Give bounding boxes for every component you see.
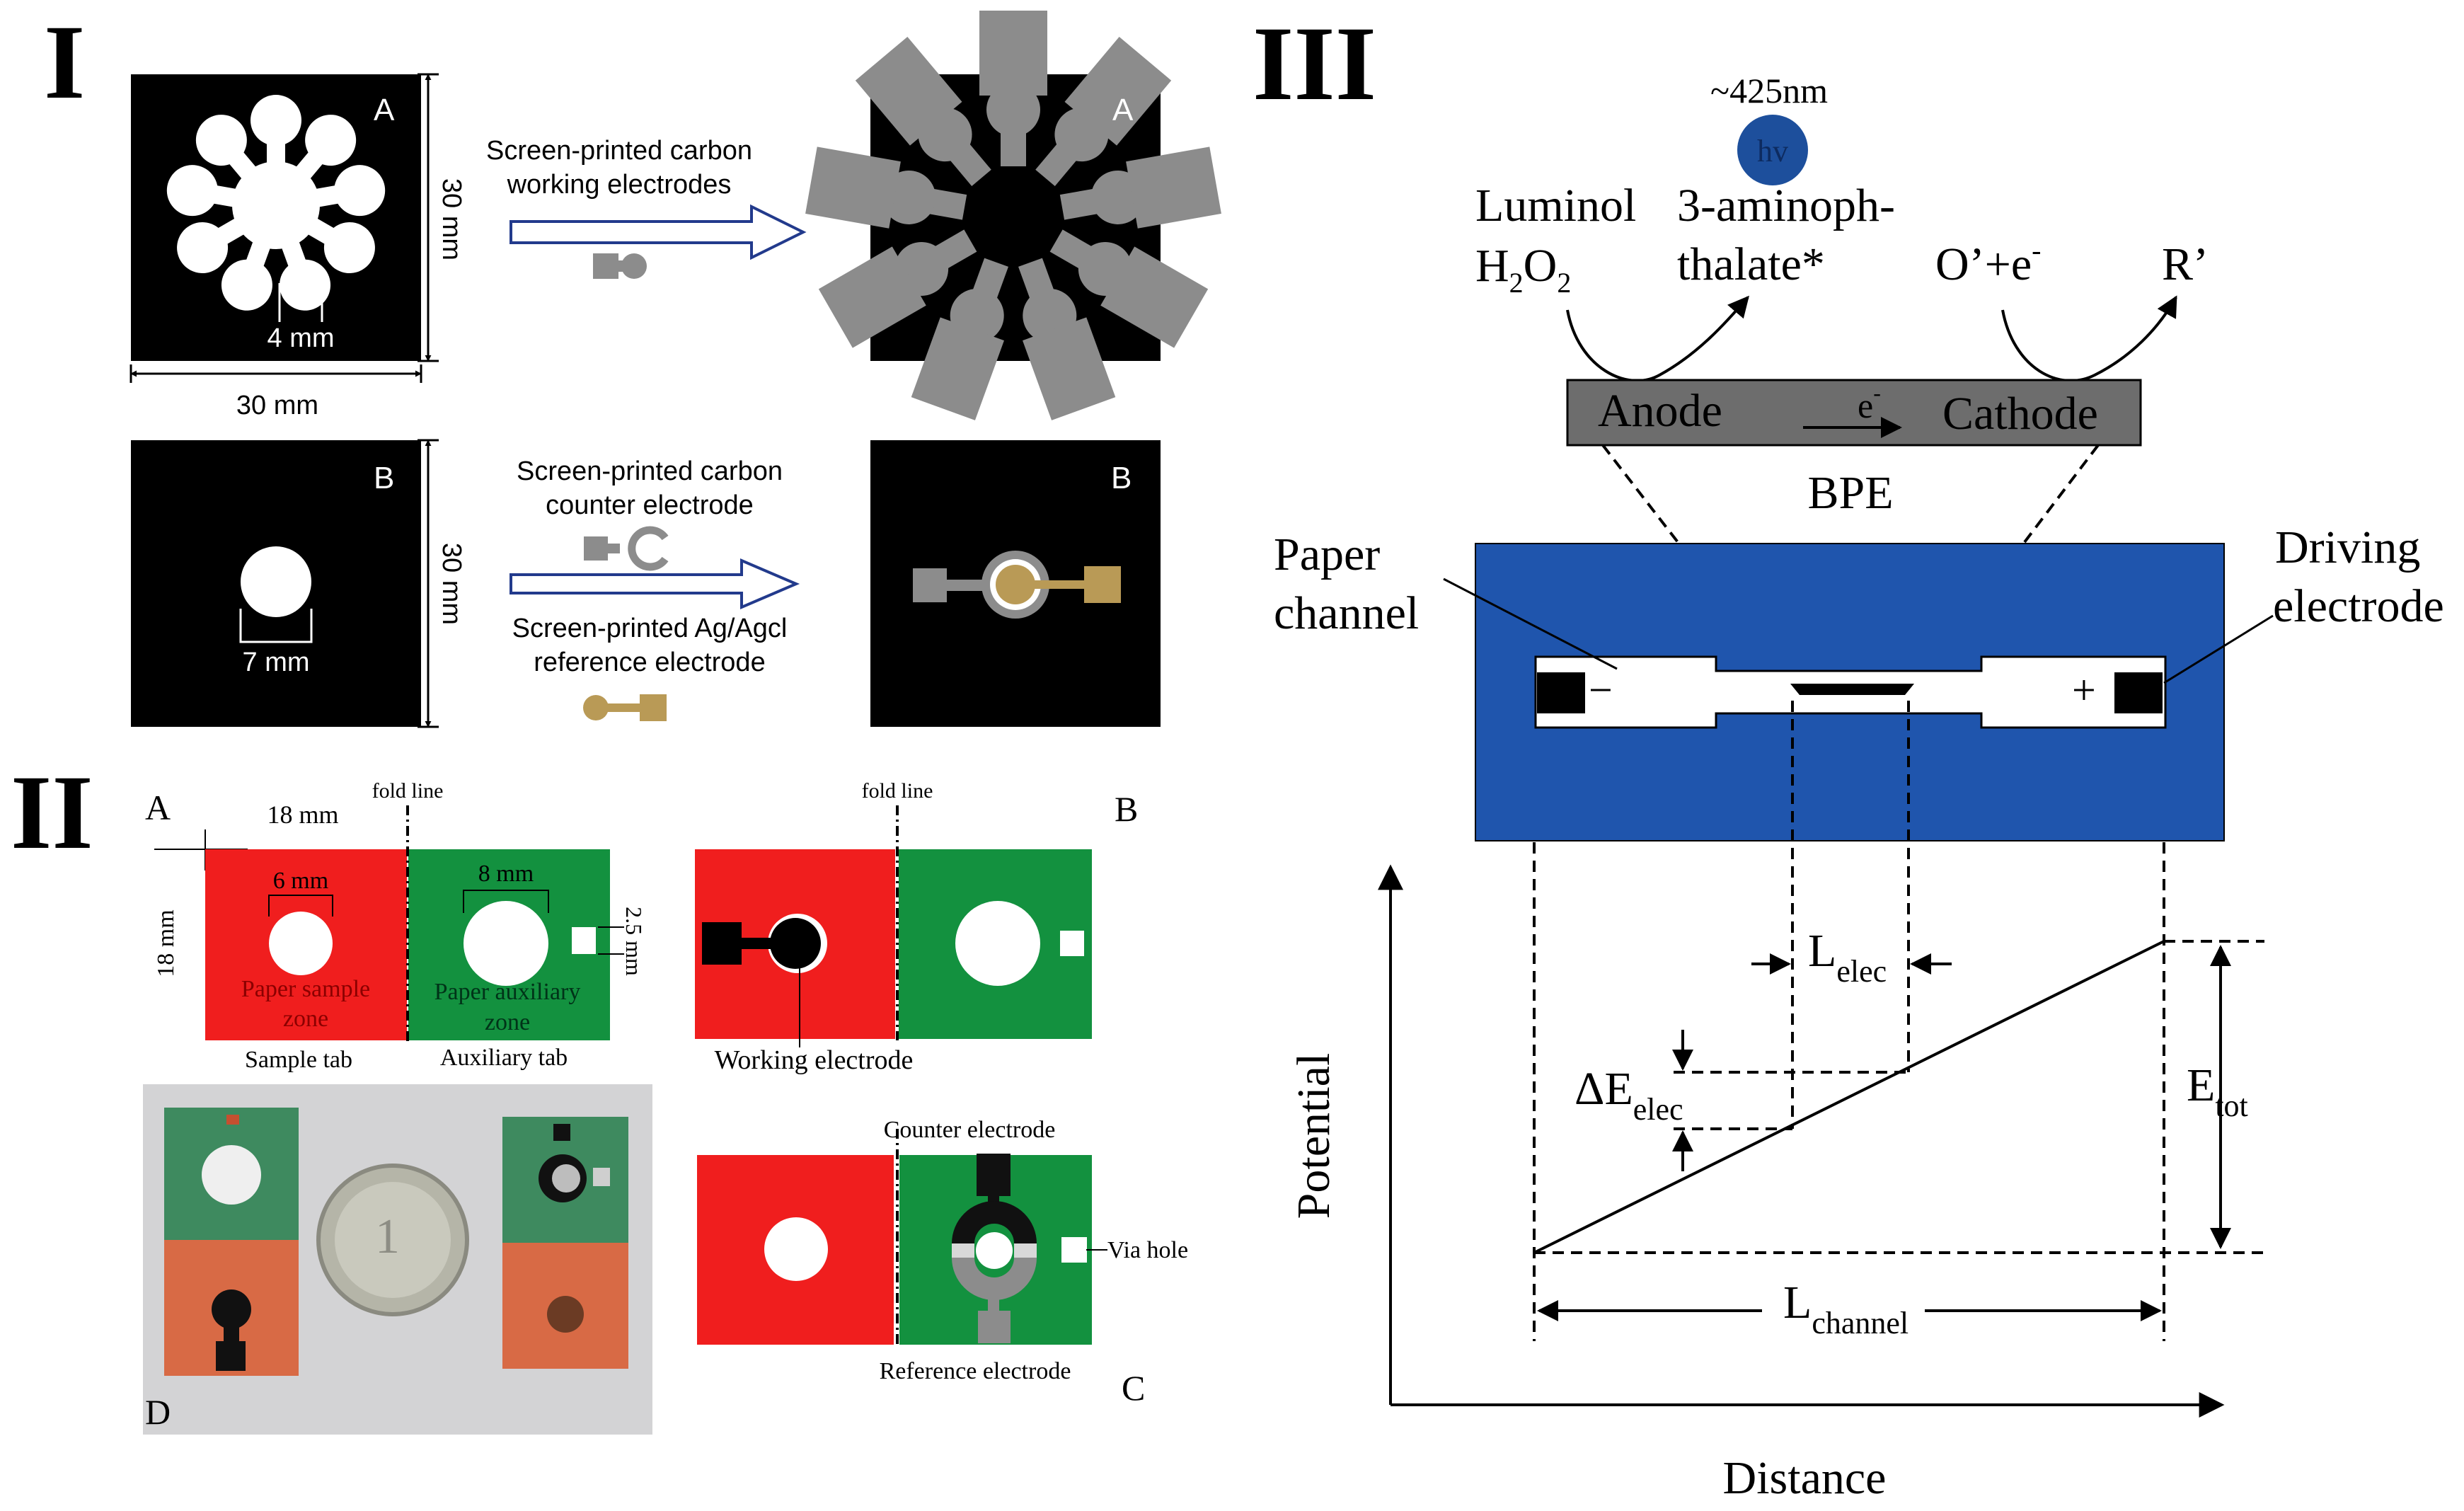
luminol-label: Luminol: [1475, 180, 1636, 231]
reference-text-2: reference electrode: [534, 648, 765, 677]
h2o2-label: H2O2: [1475, 240, 1571, 299]
hole-dimension: 7 mm: [243, 648, 310, 677]
cathode-label: Cathode: [1942, 388, 2098, 439]
stencil-a: A 4 mm: [131, 74, 421, 361]
cathode-reaction-arrow-icon: [2001, 295, 2177, 382]
printed-working-electrodes: A: [805, 11, 1221, 420]
product-label-1: 3-aminoph-: [1677, 180, 1895, 231]
sample-tab-label: Sample tab: [245, 1047, 352, 1073]
sample-zone-text-2: zone: [283, 1006, 328, 1032]
stencil-a-label: A: [374, 93, 395, 127]
process-arrow-a-icon: [510, 204, 807, 260]
via-dimension: 2.5 mm: [621, 907, 647, 976]
sub-b-label: B: [1115, 789, 1138, 829]
reduced-species-label: R’: [2162, 239, 2209, 290]
potential-line: [1533, 940, 2165, 1254]
anode-label: Anode: [1598, 385, 1722, 437]
printed-counter-reference: B: [870, 440, 1161, 727]
printed-b-label: B: [1111, 461, 1132, 495]
height-dimension-a: 30 mm: [437, 178, 466, 260]
anode-reaction-arrow-icon: [1566, 295, 1749, 382]
hv-label: hv: [1757, 134, 1788, 168]
negative-terminal-label: −: [1589, 667, 1613, 713]
arrow-b: Screen-printed carbon counter electrode …: [510, 456, 800, 721]
reference-electrode-icon: [583, 694, 667, 721]
dim-a-height: 30 mm: [418, 73, 466, 362]
driving-electrode-left: [1537, 672, 1585, 713]
stencil-b-label: B: [374, 461, 394, 495]
driving-electrode-label-1: Driving: [2275, 522, 2420, 573]
arrow-a-text-2: working electrodes: [507, 170, 732, 200]
panel-ii: II A 18 mm fold line 6 mm 8 mm 2.5 mm 18…: [11, 754, 1188, 1435]
panel-ii-a: A 18 mm fold line 6 mm 8 mm 2.5 mm 18 mm…: [145, 779, 647, 1073]
electron-label: e-: [1858, 380, 1881, 425]
hole-b-dimension: 8 mm: [478, 861, 534, 887]
sub-c-label: C: [1122, 1368, 1145, 1408]
fold-line-label-b: fold line: [862, 779, 933, 803]
panel-iii: III ~425nm hv Luminol H2O2 3-aminoph- th…: [1253, 5, 2444, 1504]
y-axis-label: Potential: [1288, 1053, 1340, 1219]
fold-line-label-a: fold line: [372, 779, 444, 803]
aux-tab-label: Auxiliary tab: [440, 1045, 568, 1071]
sample-hole-shape: [241, 546, 311, 617]
panel-ii-c: Counter electrode Via hole Reference ele…: [697, 1117, 1188, 1408]
petal-dimension: 4 mm: [267, 323, 335, 353]
working-electrode-icon: [593, 253, 647, 279]
process-arrow-b-icon: [510, 558, 800, 610]
width-dimension: 30 mm: [236, 391, 318, 420]
reference-text-1: Screen-printed Ag/Agcl: [512, 614, 788, 643]
aux-zone-text-1: Paper auxiliary: [434, 979, 581, 1005]
oxidized-species-label: O’+e-: [1935, 234, 2042, 290]
positive-terminal-label: +: [2072, 667, 2096, 713]
paper-channel-label-2: channel: [1274, 587, 1419, 639]
tab-height-dimension: 18 mm: [153, 909, 179, 977]
sub-a-label: A: [145, 788, 171, 827]
arrow-a-text-1: Screen-printed carbon: [486, 136, 752, 166]
panel-ii-label: II: [11, 754, 93, 871]
paper-channel-label-1: Paper: [1274, 529, 1380, 580]
de-elec-label: ΔEelec: [1574, 1063, 1683, 1127]
via-hole-label: Via hole: [1107, 1237, 1188, 1263]
panel-i-label: I: [44, 4, 85, 121]
e-tot-label: Etot: [2187, 1059, 2248, 1123]
dim-a-width: 30 mm: [129, 364, 422, 420]
arrow-a: Screen-printed carbon working electrodes: [486, 136, 807, 279]
counter-text-1: Screen-printed carbon: [517, 456, 783, 486]
flower-stencil-shape: [163, 95, 389, 318]
working-electrode-label: Working electrode: [715, 1045, 914, 1075]
l-channel-label: Lchannel: [1783, 1277, 1909, 1340]
panel-iii-label: III: [1253, 5, 1376, 122]
wavelength-label: ~425nm: [1710, 71, 1828, 110]
product-label-2: thalate*: [1677, 239, 1825, 290]
sub-d-label: D: [145, 1392, 171, 1432]
bpe-bar: [1566, 379, 2142, 447]
l-elec-label: Lelec: [1808, 925, 1887, 989]
reference-electrode-label: Reference electrode: [880, 1358, 1071, 1384]
counter-text-2: counter electrode: [546, 490, 754, 520]
counter-electrode-icon: [584, 526, 669, 571]
tab-width-dimension: 18 mm: [267, 800, 338, 829]
hole-a-dimension: 6 mm: [273, 868, 328, 894]
panel-i: I A 4 mm 30 mm: [44, 4, 1221, 728]
height-dimension-b: 30 mm: [437, 543, 466, 625]
driving-electrode-right: [2114, 672, 2163, 713]
x-axis-label: Distance: [1723, 1452, 1887, 1504]
coin-icon: 1: [375, 1210, 400, 1264]
sample-zone-text-1: Paper sample: [241, 976, 370, 1002]
counter-electrode-label: Counter electrode: [884, 1117, 1056, 1143]
panel-ii-b: fold line B Working electrode: [695, 779, 1138, 1075]
photon-icon: [1737, 115, 1808, 185]
panel-ii-d-photo: 1 D: [143, 1084, 652, 1435]
driving-electrode-label-2: electrode: [2273, 580, 2444, 632]
potential-graph: Potential Distance Lelec ΔEelec Etot Lch…: [1288, 701, 2264, 1504]
printed-a-label: A: [1112, 93, 1134, 127]
bpe-label: BPE: [1807, 467, 1893, 519]
stencil-b: 7 mm B: [131, 440, 421, 727]
aux-zone-text-2: zone: [485, 1009, 530, 1035]
dim-b-height: 30 mm: [418, 439, 466, 728]
bpe-in-channel: [1790, 684, 1914, 695]
